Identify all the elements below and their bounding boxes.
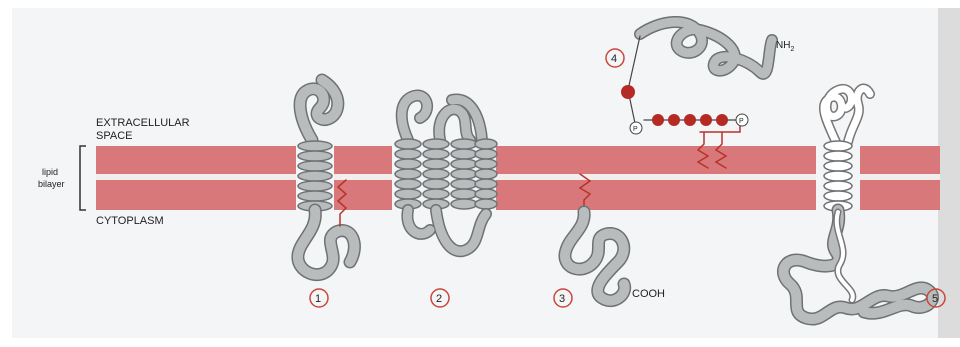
protein-4-sugar-head [621,85,635,99]
cytoplasm-label: CYTOPLASM [96,215,164,227]
svg-text:P: P [633,126,638,133]
bilayer-label: bilayer [38,179,65,189]
lipid-label: lipid [42,167,58,177]
svg-text:P: P [739,118,744,125]
outer-leaflet [96,146,940,174]
extracellular-label: EXTRACELLULAR [96,117,190,129]
svg-text:3: 3 [559,293,565,305]
cooh-label: COOH [632,288,665,300]
phosphate-left: P [630,122,642,134]
svg-text:1: 1 [315,293,321,305]
phosphate-right: P [736,114,748,126]
lipid-bilayer [96,146,940,210]
svg-text:4: 4 [611,53,617,65]
inner-leaflet [96,180,940,210]
space-label: SPACE [96,130,132,142]
svg-text:5: 5 [932,293,938,305]
svg-text:2: 2 [436,293,442,305]
